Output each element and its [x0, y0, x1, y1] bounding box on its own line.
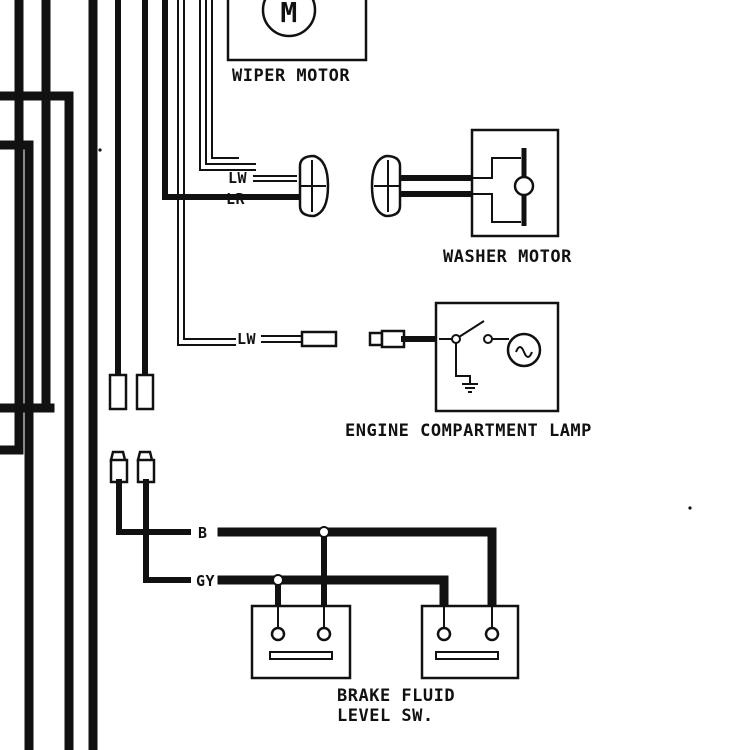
scan-speck	[688, 506, 692, 510]
lamp-connection: LW	[237, 329, 443, 349]
wire-harness-3	[0, 91, 74, 750]
switch-float	[269, 651, 333, 660]
switch-terminal	[316, 626, 332, 642]
wire-gy	[217, 575, 449, 611]
motor-circle	[261, 0, 317, 38]
wire-code-gy: GY	[196, 572, 215, 590]
wire-harness-4	[0, 140, 34, 750]
washer-connector-left	[298, 154, 330, 218]
lamp-connector-left	[300, 330, 338, 348]
washer-motor: WASHER MOTOR	[443, 128, 572, 267]
wire-code-lr: LR	[226, 190, 246, 208]
lamp-switch	[458, 320, 485, 338]
lamp-connector-right-b	[380, 329, 406, 349]
connector-cut-left-lower	[109, 450, 129, 484]
switch-terminal	[270, 626, 286, 642]
left-harness	[0, 0, 303, 750]
switch-terminal	[484, 626, 500, 642]
wiper-motor-label: WIPER MOTOR	[232, 66, 350, 86]
brake-switch-left	[250, 604, 352, 680]
brake-wiring: B GY	[116, 479, 497, 611]
wire-b	[217, 527, 497, 611]
engine-lamp-label: ENGINE COMPARTMENT LAMP	[345, 421, 592, 441]
washer-motor-label: WASHER MOTOR	[443, 247, 572, 267]
wire-code-lw-upper: LW	[228, 169, 248, 187]
brake-switch-right	[420, 604, 520, 680]
junction-gy	[272, 574, 284, 586]
wire-code-b: B	[198, 524, 208, 542]
connector-cut-left-upper	[108, 373, 128, 411]
washer-rotor	[513, 175, 535, 197]
brake-label-line1: BRAKE FLUID	[337, 686, 455, 706]
wiper-motor: M WIPER MOTOR	[226, 0, 368, 86]
washer-connector-right	[370, 154, 402, 218]
connector-cut-right-upper	[135, 373, 155, 411]
brake-fluid-level-switch: BRAKE FLUID LEVEL SW.	[250, 604, 520, 726]
switch-terminal	[436, 626, 452, 642]
switch-float	[435, 651, 499, 660]
junction-b	[318, 526, 330, 538]
lw-upper-wires	[177, 0, 256, 346]
scan-speck	[98, 148, 102, 152]
brake-label-line2: LEVEL SW.	[337, 706, 434, 726]
wire-harness-1	[0, 0, 24, 455]
motor-symbol: M	[280, 0, 297, 29]
connector-cut-right-lower	[136, 450, 156, 484]
harness-connectors	[108, 373, 156, 484]
wire-code-lw-lamp: LW	[237, 330, 257, 348]
engine-compartment-lamp: ENGINE COMPARTMENT LAMP	[345, 301, 592, 441]
lamp-connector-right-a	[368, 331, 384, 347]
washer-connection: LW LR	[226, 154, 473, 218]
